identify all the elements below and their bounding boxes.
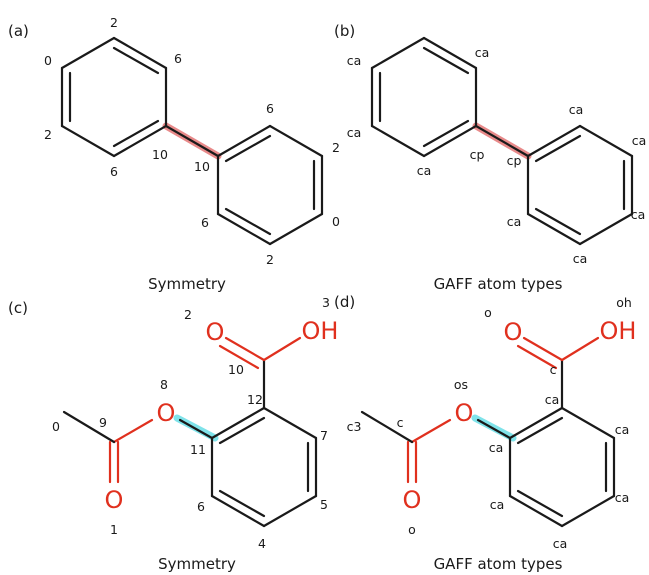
aryl-ester-bond: [476, 418, 512, 440]
ester-oxygen: O: [157, 399, 176, 427]
atom-label: 1: [110, 522, 118, 537]
atom-label: 2: [44, 127, 52, 142]
atom-label: oh: [616, 295, 632, 310]
atom-label: 4: [258, 536, 266, 551]
hydroxyl-group: OH: [302, 317, 339, 345]
atom-label: c: [397, 415, 404, 430]
hydroxyl-bond: [560, 336, 600, 362]
carbonyl-bond: [224, 336, 266, 362]
atom-label: 10: [194, 159, 210, 174]
atom-label: 7: [320, 428, 328, 443]
methyl-bond: [62, 410, 116, 444]
panel-b-caption: GAFF atom types: [434, 275, 563, 293]
biphenyl-ring-left: [370, 36, 478, 158]
atom-label: ca: [631, 207, 646, 222]
atom-label: o: [408, 522, 416, 537]
biphenyl-ring-left: [60, 36, 168, 158]
biaryl-bond: [474, 124, 530, 158]
salicylate-ring: [210, 406, 318, 528]
atom-label: ca: [347, 125, 362, 140]
panel-d: (d) O OH O O o oh c os ca c3 c: [334, 293, 636, 573]
panel-c-letter: (c): [8, 299, 28, 317]
panel-b: (b) ca ca ca ca ca c: [334, 22, 646, 293]
ester-oxygen: O: [455, 399, 474, 427]
biphenyl-ring-right: [216, 124, 324, 246]
biaryl-bond: [164, 124, 220, 158]
atom-label: ca: [545, 392, 560, 407]
atom-label: 6: [110, 164, 118, 179]
atom-label: ca: [490, 497, 505, 512]
atom-label: cp: [470, 147, 485, 162]
atom-label: c: [550, 362, 557, 377]
atom-label: ca: [615, 490, 630, 505]
atom-label: ca: [347, 53, 362, 68]
biphenyl-ring-right: [526, 124, 634, 246]
atom-label: ca: [569, 102, 584, 117]
hydroxyl-group: OH: [600, 317, 637, 345]
carbonyl-oxygen: O: [206, 318, 225, 346]
atom-label: ca: [553, 536, 568, 551]
atom-label: cp: [507, 153, 522, 168]
panel-a-letter: (a): [8, 22, 29, 40]
atom-label: 0: [44, 53, 52, 68]
salicylate-ring: [508, 406, 616, 528]
panel-c-caption: Symmetry: [158, 555, 236, 573]
panel-a-caption: Symmetry: [148, 275, 226, 293]
ester-bond: [112, 418, 154, 444]
hydroxyl-bond: [262, 336, 302, 362]
atom-label: o: [484, 305, 492, 320]
atom-label: os: [454, 377, 468, 392]
atom-label: c3: [347, 419, 362, 434]
atom-label: ca: [573, 251, 588, 266]
panel-a: (a) 2 0 6 2 6: [8, 15, 340, 293]
carbonyl-oxygen: O: [504, 318, 523, 346]
atom-label: ca: [475, 45, 490, 60]
atom-label: 6: [174, 51, 182, 66]
atom-label: 10: [228, 362, 244, 377]
atom-label: ca: [417, 163, 432, 178]
panel-c: (c) O OH O O 2 3 10 8 12 0 9: [8, 295, 338, 573]
atom-label: 2: [266, 252, 274, 267]
aryl-ester-bond: [178, 418, 214, 440]
atom-label: 2: [110, 15, 118, 30]
atom-label: 8: [160, 377, 168, 392]
atom-label: 9: [99, 415, 107, 430]
atom-label: 5: [320, 497, 328, 512]
carbonyl-bond: [522, 336, 564, 362]
methyl-bond: [360, 410, 414, 444]
acetyl-oxygen: O: [105, 486, 124, 514]
panel-b-letter: (b): [334, 22, 355, 40]
atom-label: ca: [615, 422, 630, 437]
atom-label: 6: [197, 499, 205, 514]
atom-label: ca: [507, 214, 522, 229]
panel-d-caption: GAFF atom types: [434, 555, 563, 573]
atom-label: 11: [190, 442, 206, 457]
atom-label: 6: [266, 101, 274, 116]
atom-label: 0: [52, 419, 60, 434]
ester-bond: [410, 418, 452, 444]
atom-label: ca: [632, 133, 647, 148]
atom-label: 0: [332, 214, 340, 229]
atom-label: 10: [152, 147, 168, 162]
atom-label: 2: [184, 307, 192, 322]
atom-label: ca: [489, 440, 504, 455]
panel-d-letter: (d): [334, 293, 355, 311]
atom-label: 2: [332, 140, 340, 155]
atom-label: 6: [201, 215, 209, 230]
atom-label: 3: [322, 295, 330, 310]
acetyl-oxygen: O: [403, 486, 422, 514]
atom-label: 12: [247, 392, 263, 407]
